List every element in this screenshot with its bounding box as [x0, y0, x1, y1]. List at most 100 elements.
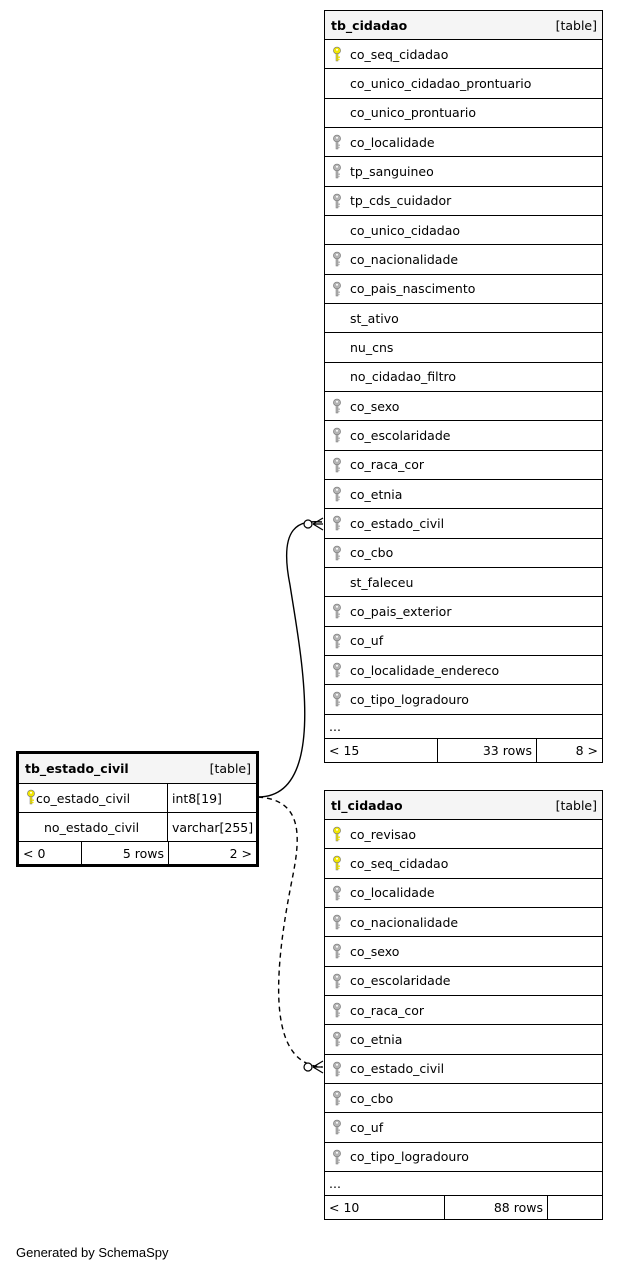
relationship-optional-marker-tb-cidadao [303, 519, 313, 529]
column-name: co_cbo [350, 545, 394, 561]
column-row[interactable]: co_localidade [325, 128, 602, 158]
column-row[interactable]: tp_sanguineo [325, 157, 602, 187]
column-row[interactable]: co_revisao [325, 820, 602, 850]
column-row[interactable]: co_seq_cidadao [325, 849, 602, 879]
relationship-estado-civil-to-tl-cidadao [257, 796, 323, 1068]
primary-key-icon [332, 855, 344, 871]
column-row[interactable]: st_ativo [325, 304, 602, 334]
column-row[interactable]: co_pais_nascimento [325, 275, 602, 304]
column-row[interactable]: co_estado_civil [325, 1055, 602, 1084]
column-row[interactable]: co_cbo [325, 1084, 602, 1114]
column-row[interactable]: co_localidade [325, 879, 602, 908]
column-row[interactable]: co_sexo [325, 392, 602, 422]
table-name[interactable]: tb_cidadao [331, 17, 408, 33]
more-columns-ellipsis: ... [325, 1172, 602, 1196]
table-name[interactable]: tl_cidadao [331, 797, 403, 813]
column-row[interactable]: co_cbo [325, 539, 602, 568]
foreign-key-icon [332, 163, 344, 179]
column-row[interactable]: co_tipo_logradouro [325, 1143, 602, 1172]
column-row[interactable]: co_nacionalidade [325, 908, 602, 938]
column-name: co_tipo_logradouro [350, 1149, 469, 1165]
column-name: co_escolaridade [350, 427, 451, 443]
foreign-key-icon [332, 1061, 344, 1077]
column-name: co_raca_cor [350, 457, 425, 473]
table-footer: < 0 5 rows 2 > [19, 842, 256, 864]
column-row[interactable]: co_sexo [325, 937, 602, 967]
table-name[interactable]: tb_estado_civil [25, 761, 129, 776]
column-name: no_estado_civil [44, 819, 140, 835]
column-row[interactable]: co_tipo_logradouro [325, 685, 602, 715]
parents-count[interactable]: < 0 [23, 845, 46, 861]
column-row[interactable]: tp_cds_cuidador [325, 187, 602, 216]
foreign-key-icon [332, 1090, 344, 1106]
column-row[interactable]: co_nacionalidade [325, 245, 602, 275]
column-name: st_ativo [350, 310, 399, 326]
column-row-no-estado-civil[interactable]: no_estado_civil varchar[255] [19, 813, 256, 842]
column-row[interactable]: co_estado_civil [325, 509, 602, 539]
table-type: [table] [209, 761, 251, 776]
column-row[interactable]: co_unico_cidadao [325, 216, 602, 246]
relationship-crowfoot-tl-cidadao [312, 1060, 324, 1074]
parents-count[interactable]: < 10 [329, 1199, 360, 1215]
foreign-key-icon [332, 281, 344, 297]
column-name: co_cbo [350, 1090, 394, 1106]
column-name: no_cidadao_filtro [350, 369, 457, 385]
foreign-key-icon [332, 1149, 344, 1165]
foreign-key-icon [332, 662, 344, 678]
column-name: co_uf [350, 633, 384, 649]
blank-icon [332, 339, 344, 355]
column-row[interactable]: co_raca_cor [325, 451, 602, 480]
column-row[interactable]: co_raca_cor [325, 996, 602, 1026]
column-row[interactable]: co_unico_prontuario [325, 99, 602, 128]
foreign-key-icon [332, 134, 344, 150]
foreign-key-icon [332, 486, 344, 502]
column-list: co_revisao co_seq_cidadao co_localidade co_… [325, 820, 602, 1172]
generated-by-footer: Generated by SchemaSpy [16, 1245, 169, 1260]
column-row[interactable]: co_etnia [325, 1025, 602, 1055]
column-name: co_pais_exterior [350, 603, 452, 619]
column-row[interactable]: st_faleceu [325, 568, 602, 598]
relationship-optional-marker-tl-cidadao [303, 1062, 313, 1072]
foreign-key-icon [332, 457, 344, 473]
children-count[interactable] [547, 1195, 602, 1219]
column-name: co_pais_nascimento [350, 281, 476, 297]
blank-icon [332, 369, 344, 385]
column-name: co_revisao [350, 826, 417, 842]
column-row[interactable]: co_escolaridade [325, 967, 602, 996]
column-name: co_estado_civil [36, 790, 131, 806]
column-name: co_etnia [350, 486, 403, 502]
foreign-key-icon [332, 398, 344, 414]
foreign-key-icon [332, 1031, 344, 1047]
column-name: co_nacionalidade [350, 914, 459, 930]
table-header: tb_cidadao [table] [325, 11, 602, 40]
column-row-co-estado-civil[interactable]: co_estado_civil int8[19] [19, 784, 256, 813]
parents-count[interactable]: < 15 [329, 742, 360, 758]
foreign-key-icon [332, 1002, 344, 1018]
row-count: 33 rows [437, 738, 536, 762]
relationship-crowfoot-tb-cidadao [312, 517, 324, 531]
children-count[interactable]: 2 > [168, 842, 256, 864]
column-row[interactable]: co_uf [325, 1113, 602, 1143]
column-datatype: varchar[255] [172, 819, 254, 835]
column-row[interactable]: no_cidadao_filtro [325, 363, 602, 392]
column-row[interactable]: co_escolaridade [325, 421, 602, 451]
blank-icon [332, 310, 344, 326]
column-row[interactable]: co_seq_cidadao [325, 40, 602, 70]
table-tb-estado-civil[interactable]: tb_estado_civil [table] co_estado_civil … [16, 751, 259, 867]
foreign-key-icon [332, 691, 344, 707]
column-row[interactable]: co_unico_cidadao_prontuario [325, 69, 602, 99]
column-row[interactable]: co_etnia [325, 480, 602, 510]
column-row[interactable]: co_uf [325, 627, 602, 656]
column-name: co_seq_cidadao [350, 855, 449, 871]
column-row[interactable]: co_localidade_endereco [325, 656, 602, 686]
children-count[interactable]: 8 > [536, 738, 602, 762]
row-count: 88 rows [444, 1195, 547, 1219]
column-row[interactable]: nu_cns [325, 333, 602, 363]
primary-key-icon [332, 826, 344, 842]
column-row[interactable]: co_pais_exterior [325, 597, 602, 627]
column-name: nu_cns [350, 339, 394, 355]
foreign-key-icon [332, 545, 344, 561]
